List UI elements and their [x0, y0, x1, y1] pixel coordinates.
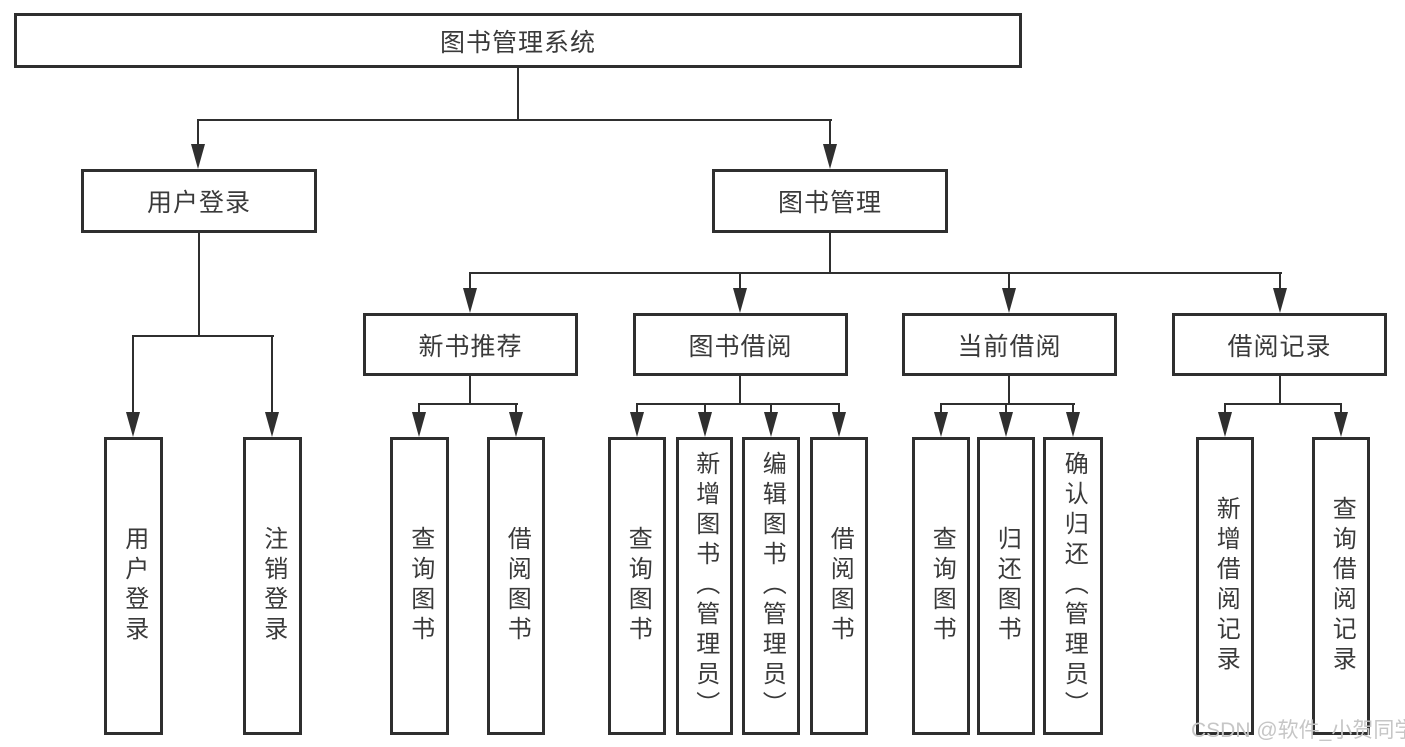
connector-line	[1279, 374, 1281, 403]
node-query-books-current: 查询图书	[912, 437, 970, 735]
connector-line	[469, 272, 1282, 274]
node-label: 用户登录	[146, 189, 251, 217]
node-return-books: 归还图书	[977, 437, 1035, 735]
down-arrow-icon	[764, 405, 778, 437]
down-arrow-icon	[832, 405, 846, 437]
connector-line	[517, 66, 519, 120]
down-arrow-icon	[733, 274, 747, 313]
node-logout: 注销登录	[243, 437, 302, 735]
node-user-login-leaf: 用户登录	[104, 437, 163, 735]
node-current-borrow: 当前借阅	[902, 313, 1117, 376]
node-label: 归还图书	[993, 526, 1021, 646]
connector-line	[469, 374, 471, 403]
node-label: 编辑图书（管理员）	[758, 451, 786, 721]
connector-line	[636, 403, 840, 405]
connector-line	[1008, 374, 1010, 403]
down-arrow-icon	[934, 405, 948, 437]
connector-line	[197, 119, 832, 121]
node-new-book-recommend: 新书推荐	[363, 313, 578, 376]
node-confirm-return-admin: 确认归还（管理员）	[1043, 437, 1103, 735]
down-arrow-icon	[191, 121, 205, 169]
node-query-books-recommend: 查询图书	[390, 437, 449, 735]
down-arrow-icon	[1002, 274, 1016, 313]
node-label: 新增图书（管理员）	[691, 451, 719, 721]
node-label: 图书管理	[777, 189, 882, 217]
node-label: 新书推荐	[418, 332, 523, 361]
node-borrow-books: 借阅图书	[810, 437, 868, 735]
connector-line	[132, 335, 274, 337]
down-arrow-icon	[1334, 405, 1348, 437]
node-borrow-records: 借阅记录	[1172, 313, 1387, 376]
down-arrow-icon	[698, 405, 712, 437]
down-arrow-icon	[126, 337, 140, 437]
node-label: 查询图书	[406, 526, 434, 646]
node-add-borrow-record: 新增借阅记录	[1196, 437, 1254, 735]
node-label: 查询借阅记录	[1328, 496, 1356, 676]
node-user-login: 用户登录	[81, 169, 317, 233]
node-label: 新增借阅记录	[1212, 496, 1240, 676]
node-label: 查询图书	[624, 526, 652, 646]
node-library-management-system: 图书管理系统	[14, 13, 1022, 68]
connector-line	[940, 403, 1075, 405]
node-label: 图书管理系统	[439, 28, 596, 57]
down-arrow-icon	[1273, 274, 1287, 313]
node-label: 借阅图书	[503, 526, 531, 646]
down-arrow-icon	[412, 405, 426, 437]
down-arrow-icon	[265, 337, 279, 437]
connector-line	[739, 374, 741, 403]
node-label: 图书借阅	[688, 332, 793, 361]
node-label: 借阅记录	[1227, 332, 1332, 361]
node-add-books-admin: 新增图书（管理员）	[676, 437, 733, 735]
node-label: 借阅图书	[826, 526, 854, 646]
node-label: 注销登录	[259, 526, 287, 646]
node-query-borrow-record: 查询借阅记录	[1312, 437, 1370, 735]
node-query-books-borrow: 查询图书	[608, 437, 666, 735]
node-label: 确认归还（管理员）	[1060, 451, 1088, 721]
down-arrow-icon	[1066, 405, 1080, 437]
down-arrow-icon	[509, 405, 523, 437]
node-label: 用户登录	[120, 526, 148, 646]
csdn-watermark: CSDN @软件_小贺同学	[1191, 719, 1405, 742]
connector-line	[829, 231, 831, 272]
connector-line	[418, 403, 518, 405]
connector-line	[198, 231, 200, 335]
down-arrow-icon	[463, 274, 477, 313]
node-label: 当前借阅	[957, 332, 1062, 361]
down-arrow-icon	[630, 405, 644, 437]
down-arrow-icon	[999, 405, 1013, 437]
connector-line	[1224, 403, 1342, 405]
down-arrow-icon	[1218, 405, 1232, 437]
node-label: 查询图书	[928, 526, 956, 646]
down-arrow-icon	[823, 121, 837, 169]
node-book-borrow: 图书借阅	[633, 313, 848, 376]
node-borrow-books-recommend: 借阅图书	[487, 437, 545, 735]
node-book-management: 图书管理	[712, 169, 948, 233]
node-edit-books-admin: 编辑图书（管理员）	[742, 437, 800, 735]
